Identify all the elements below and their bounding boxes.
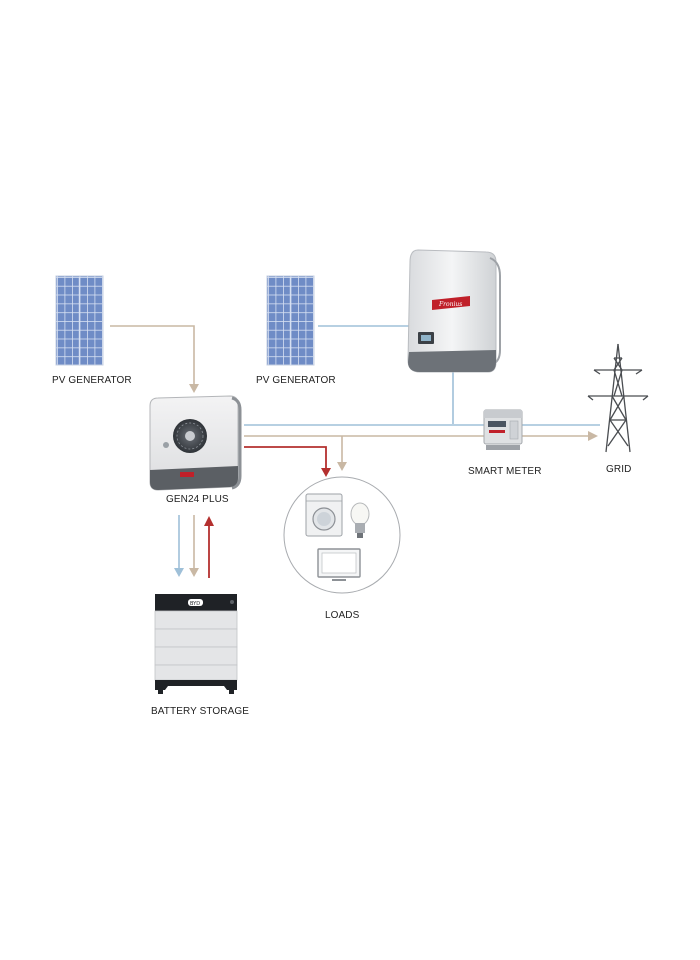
arrow-head-loads-tan: [337, 462, 347, 471]
battery-brand-logo: [188, 599, 203, 606]
pv-generator-left: [55, 275, 104, 366]
meter-display-icon: [488, 421, 506, 427]
gen24-brand-logo: [180, 472, 194, 477]
television-icon: [317, 548, 361, 581]
battery-storage: BYD: [154, 594, 238, 694]
arrow-head-battery-blue: [174, 568, 184, 577]
arrow-head-gen24: [189, 384, 199, 393]
arrow-head-gen24-red: [204, 516, 214, 526]
label-pv-generator-right: PV GENERATOR: [256, 375, 336, 386]
label-battery-storage: BATTERY STORAGE: [151, 706, 250, 717]
label-loads: LOADS: [325, 610, 360, 621]
light-bulb-icon: [350, 502, 370, 538]
flow-lines: [110, 325, 600, 578]
arrow-head-battery-tan: [189, 568, 199, 577]
arrow-head-loads-red: [321, 468, 331, 477]
loads-group: [283, 476, 401, 594]
grid-pylon-icon: [587, 343, 649, 453]
string-inverter: Fronius: [407, 249, 501, 373]
arrow-head-grid: [588, 431, 598, 441]
label-grid: GRID: [606, 464, 632, 475]
smart-meter: [483, 409, 523, 450]
label-pv-generator-left: PV GENERATOR: [52, 375, 132, 386]
washing-machine-icon: [305, 493, 343, 537]
battery-to-loads-line: [244, 446, 327, 470]
gen24-plus-inverter: [149, 395, 242, 491]
pv-generator-right: [266, 275, 315, 366]
svg-text:Fronius: Fronius: [438, 301, 462, 308]
svg-text:BYD: BYD: [190, 601, 200, 607]
status-led-icon: [163, 442, 169, 448]
label-smart-meter: SMART METER: [468, 466, 542, 477]
label-gen24-plus: GEN24 PLUS: [166, 494, 229, 505]
dc-flow-pv-to-gen24: [110, 325, 195, 386]
inverter-brand-logo: Fronius: [432, 296, 470, 310]
